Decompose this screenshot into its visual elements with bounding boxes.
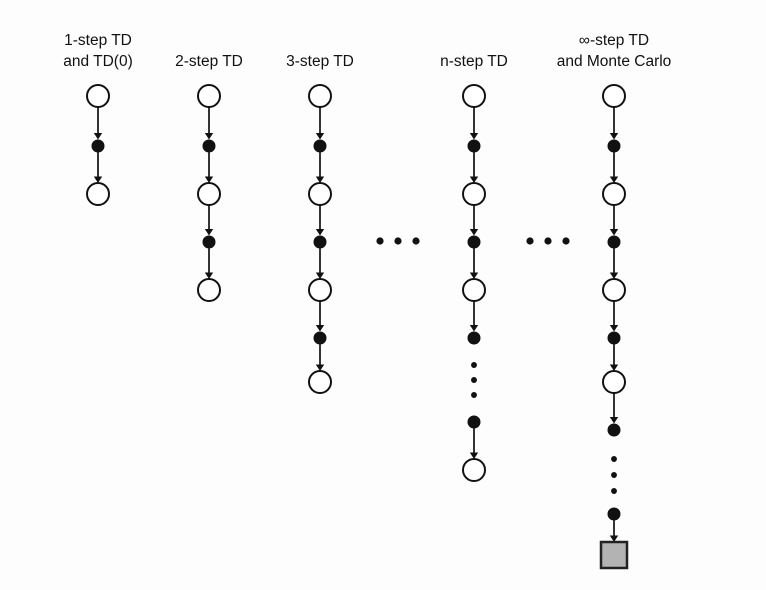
arrow-head-three-step-td-4	[315, 325, 325, 332]
state-node-circle	[462, 458, 486, 482]
column-chains-group	[86, 84, 629, 570]
column-header-line1: 2-step TD	[175, 53, 243, 70]
column-header-line2: and Monte Carlo	[557, 53, 672, 70]
backup-chain-infinity-step-td	[599, 84, 629, 570]
state-node-circle	[197, 278, 221, 302]
column-header-n-step-td: n-step TD	[440, 53, 508, 70]
state-node-circle	[197, 84, 221, 108]
action-node-dot	[91, 139, 105, 153]
action-node-dot	[607, 139, 621, 153]
state-node-circle	[86, 182, 110, 206]
column-header-line1: n-step TD	[440, 53, 508, 70]
arrow-head-one-step-td-0	[93, 133, 103, 140]
state-node-circle	[602, 84, 626, 108]
arrow-head-n-step-td-4	[469, 325, 479, 332]
action-node-dot	[313, 139, 327, 153]
action-node-dot	[467, 331, 481, 345]
column-header-one-step-td: 1-step TD and TD(0)	[63, 32, 133, 70]
arrow-head-n-step-td-0	[469, 133, 479, 140]
arrow-head-infinity-step-td-1	[609, 176, 619, 183]
state-node-circle	[86, 84, 110, 108]
arrow-head-three-step-td-3	[315, 272, 325, 279]
state-node-circle	[462, 278, 486, 302]
vertical-ellipsis-dot	[471, 392, 477, 398]
separators-group	[376, 237, 570, 245]
column-header-line2: and TD(0)	[63, 53, 133, 70]
action-node-dot	[202, 139, 216, 153]
arrow-head-infinity-step-td-8	[609, 535, 619, 542]
arrow-head-n-step-td-1	[469, 176, 479, 183]
action-node-dot	[202, 235, 216, 249]
arrow-head-infinity-step-td-5	[609, 364, 619, 371]
horizontal-ellipsis-dot	[376, 237, 384, 245]
arrow-head-n-step-td-6	[469, 452, 479, 459]
arrow-head-two-step-td-3	[204, 272, 214, 279]
horizontal-ellipsis-dot	[544, 237, 552, 245]
backup-chain-three-step-td	[308, 84, 332, 394]
state-node-circle	[462, 84, 486, 108]
horizontal-ellipsis-dot	[526, 237, 534, 245]
action-node-dot	[607, 331, 621, 345]
column-header-line1: ∞-step TD	[579, 32, 649, 49]
vertical-ellipsis-dot	[471, 362, 477, 368]
arrow-head-n-step-td-2	[469, 229, 479, 236]
arrow-head-two-step-td-1	[204, 176, 214, 183]
state-node-circle	[308, 370, 332, 394]
action-node-dot	[467, 415, 481, 429]
action-node-dot	[607, 423, 621, 437]
state-node-circle	[602, 182, 626, 206]
backup-chain-one-step-td	[86, 84, 110, 206]
horizontal-ellipsis-dot	[412, 237, 420, 245]
column-header-infinity-step-td: ∞-step TD and Monte Carlo	[557, 32, 672, 70]
arrow-head-three-step-td-1	[315, 176, 325, 183]
backup-chain-n-step-td	[462, 84, 486, 482]
column-header-three-step-td: 3-step TD	[286, 53, 354, 70]
horizontal-ellipsis-dot	[394, 237, 402, 245]
horizontal-ellipsis-dot	[562, 237, 570, 245]
state-node-circle	[308, 84, 332, 108]
arrow-head-infinity-step-td-3	[609, 272, 619, 279]
vertical-ellipsis-dot	[471, 377, 477, 383]
state-node-circle	[462, 182, 486, 206]
column-header-two-step-td: 2-step TD	[175, 53, 243, 70]
arrow-head-n-step-td-3	[469, 272, 479, 279]
vertical-ellipsis-dot	[611, 472, 617, 478]
arrow-head-two-step-td-0	[204, 133, 214, 140]
action-node-dot	[313, 235, 327, 249]
action-node-dot	[467, 139, 481, 153]
arrow-head-one-step-td-1	[93, 176, 103, 183]
arrow-head-three-step-td-0	[315, 133, 325, 140]
arrow-head-infinity-step-td-6	[609, 417, 619, 424]
state-node-circle	[308, 182, 332, 206]
vertical-ellipsis-dot	[611, 488, 617, 494]
state-node-circle	[308, 278, 332, 302]
column-header-line1: 1-step TD	[64, 32, 132, 49]
arrow-head-infinity-step-td-4	[609, 325, 619, 332]
vertical-ellipsis-dot	[611, 456, 617, 462]
arrow-head-infinity-step-td-2	[609, 229, 619, 236]
action-node-dot	[467, 235, 481, 249]
column-headers-group: 1-step TD and TD(0) 2-step TD 3-step TD n-st…	[63, 32, 671, 70]
arrow-head-infinity-step-td-0	[609, 133, 619, 140]
ellipsis-between-3-and-n	[376, 237, 420, 245]
ellipsis-between-n-and-inf	[526, 237, 570, 245]
arrow-head-two-step-td-2	[204, 229, 214, 236]
column-header-line1: 3-step TD	[286, 53, 354, 70]
action-node-dot	[607, 507, 621, 521]
arrow-head-three-step-td-2	[315, 229, 325, 236]
state-node-circle	[197, 182, 221, 206]
arrow-head-three-step-td-5	[315, 364, 325, 371]
terminal-state-square	[599, 540, 629, 570]
state-node-circle	[602, 278, 626, 302]
action-node-dot	[607, 235, 621, 249]
action-node-dot	[313, 331, 327, 345]
state-node-circle	[602, 370, 626, 394]
backup-chain-two-step-td	[197, 84, 221, 302]
